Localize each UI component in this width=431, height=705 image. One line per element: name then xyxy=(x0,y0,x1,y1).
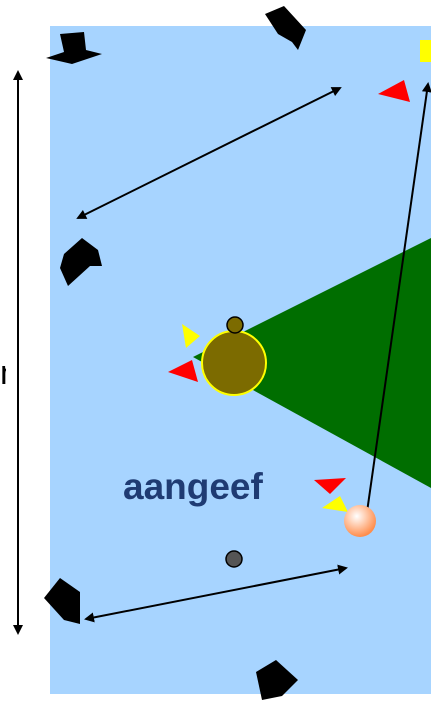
diagonal-arrow-top xyxy=(76,87,342,219)
red-flag-top-right xyxy=(378,80,410,102)
cone-marker-2 xyxy=(265,6,306,50)
yellow-flag-player xyxy=(182,324,200,348)
cone-marker-3 xyxy=(60,238,102,286)
red-flag-label xyxy=(314,478,346,494)
cone-marker-5 xyxy=(256,660,298,700)
yellow-flag-label xyxy=(322,496,348,512)
cone-marker-4 xyxy=(44,578,80,624)
edge-letter: n xyxy=(0,356,6,390)
diagonal-arrow-bottom xyxy=(84,564,348,623)
green-zone xyxy=(193,238,431,488)
pass-arrow xyxy=(366,82,431,513)
cone-marker-1 xyxy=(46,32,102,64)
player-head xyxy=(226,316,244,334)
aangeef-label: aangeef xyxy=(123,466,263,507)
red-flag-player xyxy=(168,360,198,382)
grey-dot xyxy=(225,550,243,568)
player-circle xyxy=(201,330,267,396)
yellow-flag-top-right xyxy=(420,40,431,62)
ball xyxy=(344,505,376,537)
